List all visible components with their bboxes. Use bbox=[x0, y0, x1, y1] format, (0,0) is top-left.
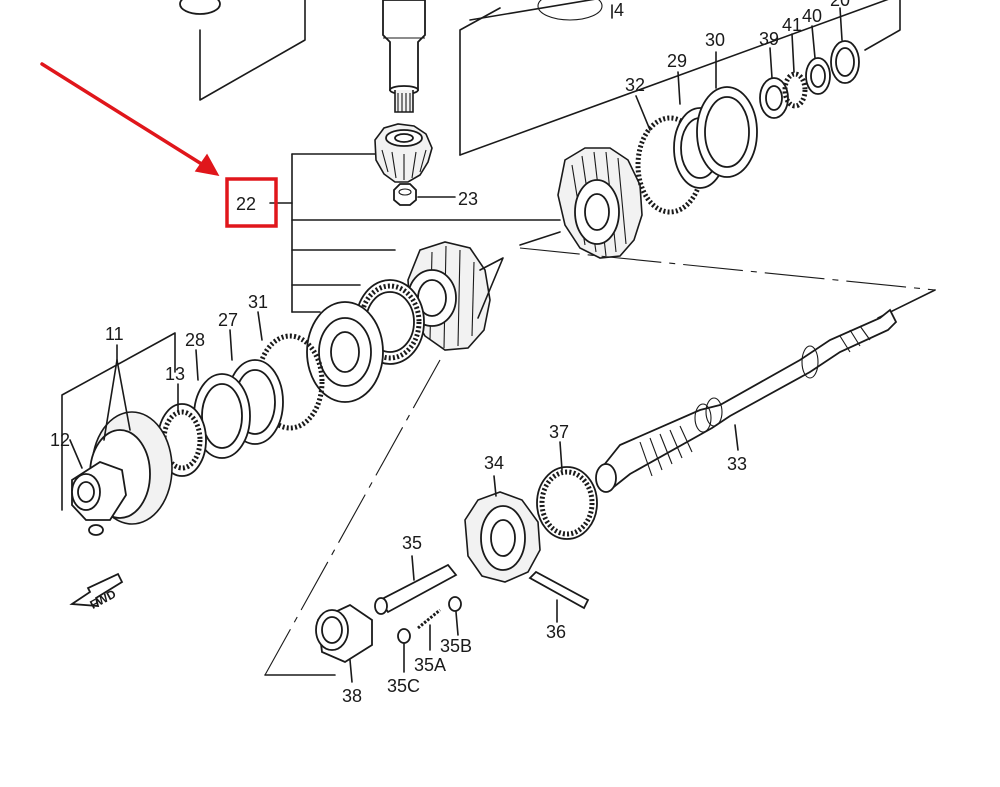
red-pointer-arrow bbox=[40, 62, 210, 170]
label-34: 34 bbox=[484, 453, 504, 473]
label-13: 13 bbox=[165, 364, 185, 384]
label-38: 38 bbox=[342, 686, 362, 706]
red-highlight-box bbox=[225, 177, 278, 228]
label-35: 35 bbox=[402, 533, 422, 553]
label-27: 27 bbox=[218, 310, 238, 330]
bevel-gear-32-assembly bbox=[519, 40, 860, 259]
label-37: 37 bbox=[549, 422, 569, 442]
label-39: 39 bbox=[759, 29, 779, 49]
label-30: 30 bbox=[705, 30, 725, 50]
label-41: 41 bbox=[782, 15, 802, 35]
label-35A: 35A bbox=[414, 655, 446, 675]
upper-right-leaders bbox=[611, 4, 843, 131]
label-36: 36 bbox=[546, 622, 566, 642]
label-4: 4 bbox=[614, 0, 624, 20]
label-31: 31 bbox=[248, 292, 268, 312]
label-33: 33 bbox=[727, 454, 747, 474]
label-28: 28 bbox=[185, 330, 205, 350]
gear-12-assembly bbox=[71, 411, 173, 536]
clutch-34 bbox=[464, 475, 541, 583]
label-23: 23 bbox=[458, 189, 478, 209]
left-brackets bbox=[61, 311, 263, 511]
label-11: 11 bbox=[105, 324, 124, 344]
label-35C: 35C bbox=[387, 676, 420, 696]
pin-36 bbox=[528, 570, 590, 623]
label-20: 20 bbox=[830, 0, 850, 10]
part-labels: 4 11 12 13 20 22 23 27 28 29 30 31 32 33… bbox=[50, 0, 850, 706]
plunger-parts bbox=[315, 555, 462, 683]
pinion-gear bbox=[374, 123, 433, 183]
label-22: 22 bbox=[236, 194, 256, 214]
label-32: 32 bbox=[625, 75, 645, 95]
vertical-drive-shaft bbox=[382, 0, 426, 113]
label-29: 29 bbox=[667, 51, 687, 71]
red-arrowhead-icon bbox=[194, 153, 220, 177]
highlight-annotation bbox=[40, 62, 278, 228]
forward-gear-assembly bbox=[157, 241, 504, 477]
label-35B: 35B bbox=[440, 636, 472, 656]
nut-23 bbox=[393, 183, 456, 206]
ring-37 bbox=[536, 441, 598, 540]
label-40: 40 bbox=[802, 6, 822, 26]
upper-housing-lines bbox=[179, 0, 901, 156]
callout-22-leader-lines bbox=[269, 153, 561, 313]
propeller-shaft-33 bbox=[595, 308, 898, 493]
label-12: 12 bbox=[50, 430, 70, 450]
fwd-arrow-icon: FWD bbox=[69, 572, 124, 612]
